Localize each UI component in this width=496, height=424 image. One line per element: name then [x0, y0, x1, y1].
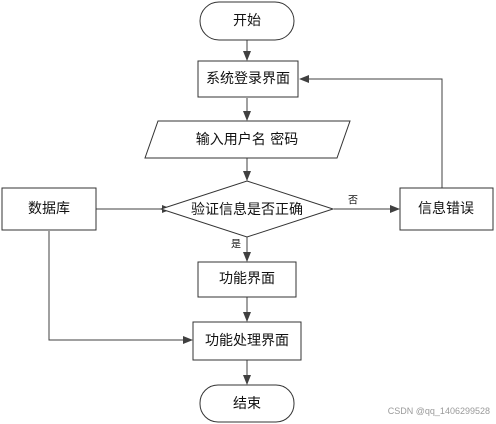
- input-label: 输入用户名 密码: [196, 131, 298, 148]
- function-process-shape: [197, 261, 297, 298]
- node-end: 结束: [199, 384, 295, 423]
- start-label: 开始: [233, 13, 261, 29]
- node-database: 数据库: [1, 187, 97, 231]
- processing-label: 功能处理界面: [205, 333, 289, 349]
- edge-database-to-processing: [48, 231, 193, 344]
- watermark-text: CSDN @qq_1406299528: [388, 406, 490, 416]
- node-start: 开始: [199, 1, 295, 41]
- node-function: 功能界面: [197, 261, 297, 298]
- node-input: 输入用户名 密码: [144, 120, 351, 159]
- database-label: 数据库: [28, 201, 70, 217]
- processing-process-shape: [192, 321, 302, 361]
- login-label: 系统登录界面: [206, 71, 290, 87]
- node-login: 系统登录界面: [197, 60, 299, 98]
- decision-label: 验证信息是否正确: [191, 201, 303, 218]
- node-processing: 功能处理界面: [192, 321, 302, 361]
- login-process-shape: [197, 60, 299, 98]
- input-parallelogram-shape: [144, 120, 351, 159]
- database-process-shape: [1, 187, 97, 231]
- node-error: 信息错误: [399, 187, 494, 231]
- edge-label-no: 否: [348, 195, 358, 207]
- function-label: 功能界面: [219, 271, 275, 287]
- edge-label-yes: 是: [231, 239, 241, 251]
- decision-diamond-shape: [159, 180, 335, 238]
- end-terminal-shape: [199, 384, 295, 423]
- start-terminal-shape: [199, 1, 295, 41]
- edges: [48, 40, 443, 385]
- node-decision: 验证信息是否正确: [159, 180, 335, 238]
- error-process-shape: [399, 187, 494, 231]
- end-label: 结束: [233, 396, 261, 412]
- edge-error-to-login: [299, 75, 443, 188]
- error-label: 信息错误: [418, 200, 474, 217]
